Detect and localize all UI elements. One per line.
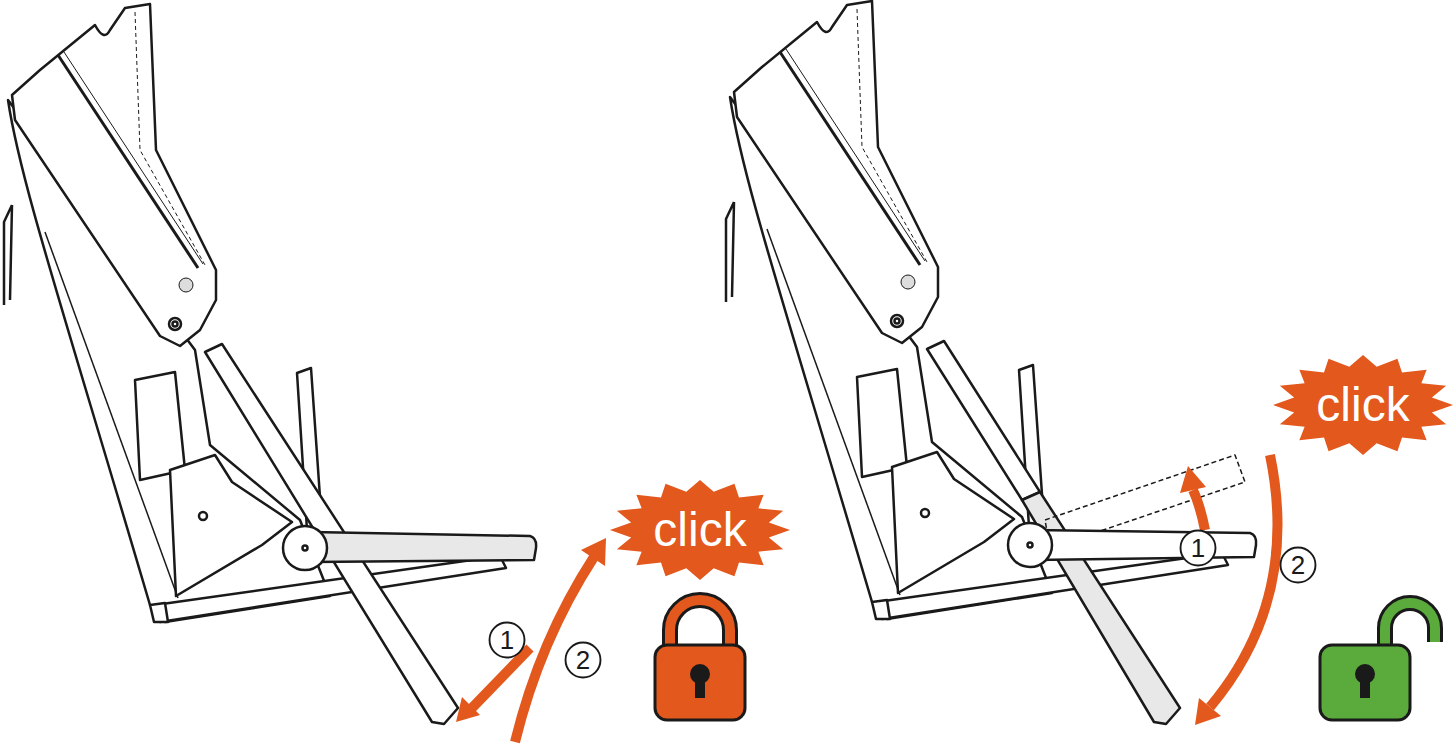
click-text: click — [653, 506, 746, 554]
callout-number: 1 — [488, 621, 526, 659]
click-burst: click — [1273, 355, 1453, 455]
callout-number: 1 — [1179, 529, 1217, 567]
callout-text: 1 — [1191, 535, 1205, 561]
click-burst: click — [610, 480, 790, 580]
click-text: click — [1316, 381, 1409, 429]
callout-number: 2 — [1279, 546, 1317, 584]
callout-text: 2 — [576, 647, 590, 673]
callout-text: 1 — [500, 627, 514, 653]
callout-text: 2 — [1291, 552, 1305, 578]
callout-number: 2 — [564, 641, 602, 679]
